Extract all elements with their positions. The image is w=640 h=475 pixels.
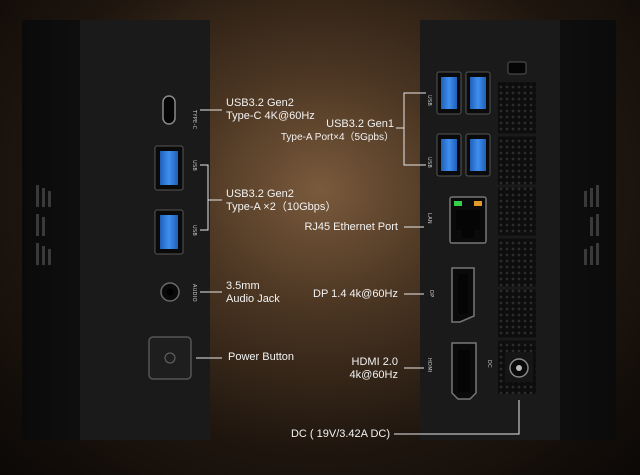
power-label: Power Button	[228, 351, 294, 364]
dc-pin	[516, 365, 522, 371]
dp-tag: DP	[428, 290, 434, 297]
usb-a-label-line2: Type-A ×2（10Gbps）	[226, 201, 337, 213]
rj45-clip	[462, 230, 474, 238]
rj45-socket	[456, 210, 480, 230]
power-label-line1: Power Button	[228, 351, 295, 363]
rj45-label: RJ45 Ethernet Port	[304, 221, 398, 233]
usb-gen1-label-line2: Type-A Port×4（5Gpbs）	[280, 132, 394, 143]
audio-label: 3.5mm Audio Jack	[226, 280, 280, 306]
hdmi-label: HDMI 2.0 4k@60Hz	[350, 356, 398, 382]
vent-dividers	[498, 133, 536, 341]
right-side-logo	[584, 185, 599, 265]
usb-a-label: USB3.2 Gen2 Type-A ×2（10Gbps）	[226, 188, 336, 214]
left-case-side	[22, 20, 80, 440]
hdmi-socket	[458, 350, 470, 392]
usb-c-label: USB3.2 Gen2 Type-C 4K@60Hz	[226, 97, 315, 123]
usb-gen1-label-line1: USB3.2 Gen1	[326, 118, 394, 130]
lock-slot	[507, 61, 527, 75]
dp-socket	[458, 274, 468, 314]
dc-tag: DC	[486, 360, 492, 368]
right-leader-lines	[394, 92, 520, 435]
lan-led-green	[454, 201, 462, 206]
power-icon	[164, 352, 176, 364]
usb-a-quad	[436, 71, 491, 177]
lan-tag: LAN	[426, 213, 432, 224]
usb-tag: USB	[191, 225, 197, 236]
hdmi-label-line2: 4k@60Hz	[349, 369, 398, 381]
left-leader-lines	[196, 109, 222, 359]
left-side-logo	[36, 185, 51, 265]
lan-led-orange	[474, 201, 482, 206]
hdmi-label-line1: HDMI 2.0	[351, 356, 398, 368]
usb-tag: USB	[426, 157, 432, 168]
audio-label-line1: 3.5mm	[226, 280, 260, 292]
usb-c-port	[162, 95, 176, 125]
usb-a-tongue	[160, 151, 178, 185]
dp-label: DP 1.4 4k@60Hz	[313, 288, 398, 300]
hdmi-tag: HDMI	[426, 358, 432, 373]
usb-c-label-line2: Type-C 4K@60Hz	[226, 110, 315, 122]
audio-tag: AUDIO	[191, 284, 197, 302]
right-unit: USB USB LAN DP HDMI DC	[394, 20, 616, 440]
usb-c-label-line1: USB3.2 Gen2	[226, 97, 294, 109]
usb-tag: USB	[426, 95, 432, 106]
left-unit: TYPE-C USB USB AUDIO	[22, 20, 222, 440]
usb-tag: USB	[191, 160, 197, 171]
usb-gen1-label: USB3.2 Gen1 Type-A Port×4（5Gpbs）	[281, 118, 394, 144]
usb-a-label-line1: USB3.2 Gen2	[226, 188, 294, 200]
audio-jack-hole	[166, 288, 174, 296]
dc-label: DC ( 19V/3.42A DC)	[290, 428, 390, 440]
right-case-side	[560, 20, 616, 440]
type-c-tag: TYPE-C	[191, 109, 197, 130]
power-button	[148, 336, 192, 380]
usb-a-tongue	[160, 215, 178, 249]
audio-label-line2: Audio Jack	[226, 293, 280, 305]
